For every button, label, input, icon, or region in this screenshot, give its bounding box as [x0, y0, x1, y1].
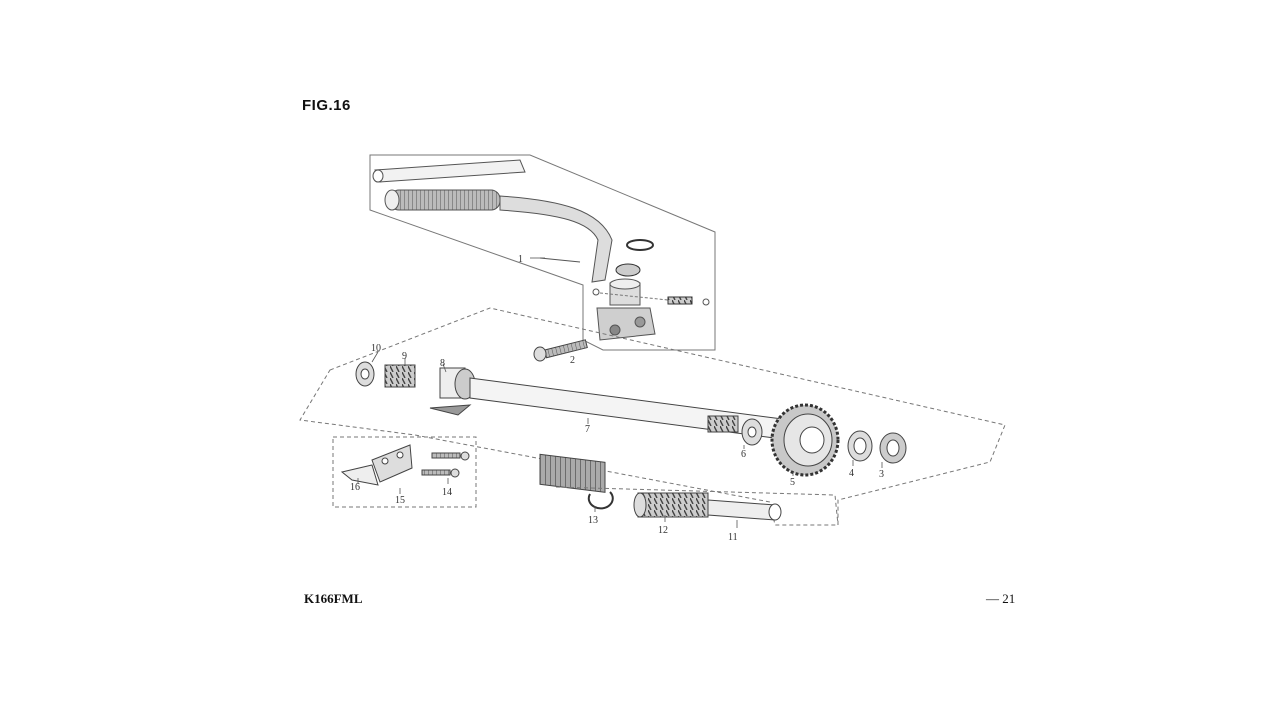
callout-labels: 1 2 3 4 5 6 7 8 9 10 11 12 13 14 15 16 — [350, 254, 884, 543]
callout-9: 9 — [402, 351, 407, 362]
spring-9 — [384, 364, 416, 388]
lever-grip — [389, 189, 501, 211]
spring-12 — [637, 492, 709, 518]
shaft-group-frame — [299, 307, 1006, 526]
lever-group-frame — [369, 154, 716, 351]
callout-10: 10 — [371, 343, 381, 354]
callout-13: 13 — [588, 515, 598, 526]
kick-starter-shaft-assembly — [355, 361, 907, 493]
callout-7: 7 — [585, 424, 590, 435]
return-spring-group — [555, 486, 839, 526]
callout-12: 12 — [658, 525, 668, 536]
screw-14a — [431, 452, 461, 459]
page-number: — 21 — [986, 591, 1016, 606]
kick-lever-assembly — [369, 154, 716, 351]
shaft-11 — [707, 499, 776, 521]
bolt-2 — [533, 339, 588, 362]
callout-11: 11 — [728, 532, 738, 543]
figure-title: FIG.16 — [302, 97, 351, 114]
lever-top-bar — [374, 159, 526, 183]
callout-14: 14 — [442, 487, 452, 498]
circlip-13 — [587, 491, 614, 510]
model-label: K166FML — [304, 591, 363, 606]
guide-plate-group — [332, 436, 477, 508]
callout-6: 6 — [741, 449, 746, 460]
callout-8: 8 — [440, 358, 445, 369]
lever-collar — [615, 263, 641, 277]
callout-3: 3 — [879, 469, 884, 480]
callout-1: 1 — [518, 254, 523, 265]
screw-14b — [421, 469, 451, 476]
callout-2: 2 — [570, 355, 575, 366]
lever-spring — [667, 296, 693, 305]
lever-ring — [626, 239, 654, 251]
callout-5: 5 — [790, 477, 795, 488]
callout-4: 4 — [849, 468, 854, 479]
callout-16: 16 — [350, 482, 360, 493]
callout-15: 15 — [395, 495, 405, 506]
lever-arm — [499, 195, 613, 283]
